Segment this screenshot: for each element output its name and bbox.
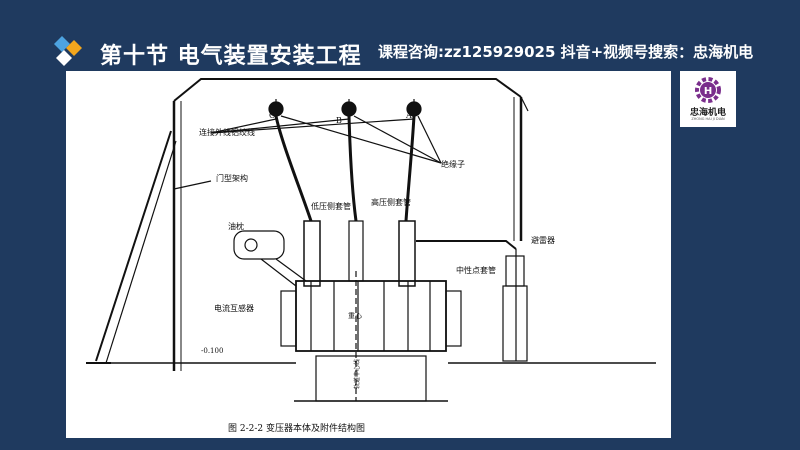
gantry-label: 门型架构 [216, 173, 248, 183]
bare-wire-label: 连接外线铝绞线 [199, 127, 255, 137]
phase-a-label: A [405, 111, 412, 120]
brand-name: 忠海机电 [689, 108, 726, 118]
diamond-logo-icon [54, 36, 82, 66]
insulator-label: 绝缘子 [441, 159, 465, 169]
transformer-diagram: C B A 连接外线铝绞线 绝缘子 门型架构 低压侧套管 高压侧套管 油枕 避雷… [66, 71, 671, 438]
figure-caption: 图 2-2-2 变压器本体及附件结构图 [228, 422, 365, 434]
svg-text:H: H [704, 86, 712, 97]
slide-header: 第十节 电气装置安装工程 课程咨询:zz125929025 抖音+视频号搜索：忠… [0, 0, 800, 69]
brand-subtitle: ZHONG HAI JI DIAN [691, 117, 725, 121]
current-transformer-label: 电流互感器 [214, 303, 254, 313]
conservator-label: 油枕 [228, 221, 244, 231]
neutral-bushing-label: 中性点套管 [456, 265, 496, 275]
center-of-gravity-label: 重心 [348, 312, 362, 320]
center-line-label: 轨道中心线 [353, 359, 361, 389]
transformer-drawing: C B A 连接外线铝绞线 绝缘子 门型架构 低压侧套管 高压侧套管 油枕 避雷… [86, 78, 656, 434]
arrester-label: 避雷器 [531, 235, 555, 245]
contact-info: 课程咨询:zz125929025 抖音+视频号搜索：忠海机电 [378, 43, 754, 61]
slide-title: 第十节 电气装置安装工程 [100, 44, 362, 69]
brand-logo: H 忠海机电 ZHONG HAI JI DIAN [680, 71, 736, 127]
phase-c-label: C [269, 111, 275, 120]
hv-bushing-label: 高压侧套管 [371, 197, 411, 207]
level-label: -0.100 [201, 347, 223, 355]
lv-bushing-label: 低压侧套管 [311, 201, 351, 211]
gear-icon: H [695, 77, 721, 103]
phase-b-label: B [336, 116, 342, 125]
